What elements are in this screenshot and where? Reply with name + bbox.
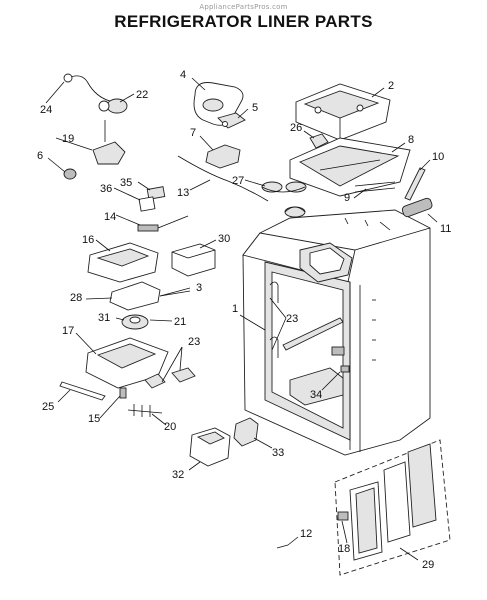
part-35-pad[interactable] [146,186,166,200]
callout-18[interactable]: 18 [338,543,350,555]
callout-34[interactable]: 34 [310,389,322,401]
callout-35[interactable]: 35 [120,177,132,189]
part-3-wire[interactable] [159,287,191,297]
part-11-cylinder[interactable] [401,197,433,218]
part-13-wire[interactable] [177,155,269,202]
part-6-cap[interactable] [63,168,77,180]
part-26-clip[interactable] [309,133,329,149]
callout-26[interactable]: 26 [290,122,302,134]
part-27-dampers[interactable] [261,181,307,218]
part-32-tray[interactable] [189,427,231,467]
part-23-sensor[interactable] [144,367,196,389]
callout-30[interactable]: 30 [218,233,230,245]
part-24-hose[interactable] [63,73,111,102]
part-1-liner[interactable] [242,209,431,456]
callout-10[interactable]: 10 [432,151,444,163]
callout-numbers: 1 2 3 4 5 6 7 8 9 10 11 12 13 14 15 16 1… [37,69,451,571]
diagram-title: REFRIGERATOR LINER PARTS [114,12,373,31]
part-20-heater[interactable] [127,404,163,417]
callout-24[interactable]: 24 [40,104,52,116]
part-15-clip[interactable] [119,387,127,399]
callout-5[interactable]: 5 [252,102,258,114]
callout-14[interactable]: 14 [104,211,116,223]
part-2-cover[interactable] [295,83,391,141]
part-5-valve[interactable] [217,112,246,129]
callout-16[interactable]: 16 [82,234,94,246]
part-16-board[interactable] [87,242,159,283]
callout-19[interactable]: 19 [62,133,74,145]
part-19-valve[interactable] [92,120,126,165]
callout-28[interactable]: 28 [70,292,82,304]
part-14-probe[interactable] [137,215,189,232]
callout-8[interactable]: 8 [408,134,414,146]
callout-2[interactable]: 2 [388,80,394,92]
part-29-door-group[interactable] [334,439,451,576]
part-22-fitting[interactable] [98,98,128,114]
callout-9[interactable]: 9 [344,192,350,204]
part-12-screw[interactable] [276,544,289,549]
part-36-pad[interactable] [138,196,156,212]
callout-31[interactable]: 31 [98,312,110,324]
callout-15[interactable]: 15 [88,413,100,425]
part-25-strip[interactable] [59,381,106,401]
callout-17[interactable]: 17 [62,325,74,337]
callout-21[interactable]: 21 [174,316,186,328]
callout-32[interactable]: 32 [172,469,184,481]
callout-20[interactable]: 20 [164,421,176,433]
callout-1[interactable]: 1 [232,303,238,315]
part-8-tray[interactable] [289,137,411,197]
part-30-panel[interactable] [171,243,216,277]
callout-11[interactable]: 11 [440,223,451,235]
part-7-box[interactable] [205,144,241,169]
part-9-rods[interactable] [354,181,396,193]
callout-29[interactable]: 29 [422,559,434,571]
part-28-housing[interactable] [109,281,161,311]
callout-7[interactable]: 7 [190,127,196,139]
callout-27[interactable]: 27 [232,175,244,187]
callout-13[interactable]: 13 [177,187,189,199]
callout-6[interactable]: 6 [37,150,43,162]
part-34-fastener[interactable] [340,365,350,373]
callout-3[interactable]: 3 [196,282,202,294]
part-31-fan[interactable] [121,314,149,330]
leader-lines [45,77,438,561]
callout-22[interactable]: 22 [136,89,148,101]
callout-25[interactable]: 25 [42,401,54,413]
part-17-cover[interactable] [85,337,169,389]
callout-23-left[interactable]: 23 [188,336,200,348]
callout-4[interactable]: 4 [180,69,186,81]
callout-36[interactable]: 36 [100,183,112,195]
part-33-bracket[interactable] [233,417,259,447]
callout-23-right[interactable]: 23 [286,313,298,325]
callout-12[interactable]: 12 [300,528,312,540]
callout-33[interactable]: 33 [272,447,284,459]
site-watermark: AppliancePartsPros.com [199,3,288,11]
part-10-rod[interactable] [404,167,426,201]
